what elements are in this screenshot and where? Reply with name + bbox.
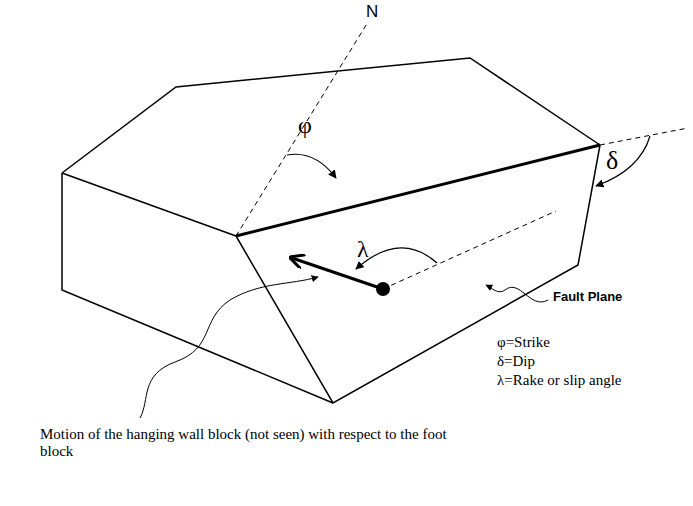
legend-note: δ=Dip (497, 353, 535, 370)
north-label: N (366, 2, 378, 22)
dip-symbol: δ (606, 146, 618, 176)
strike-line (236, 145, 600, 236)
fault-plane-label: Fault Plane (553, 290, 622, 305)
legend-note: λ=Rake or slip angle (497, 372, 621, 389)
slip-arrow (292, 258, 383, 289)
slip-point (376, 282, 390, 296)
fault-plane-leader (486, 285, 548, 302)
strike-reference (383, 211, 556, 289)
north-line (236, 22, 368, 236)
dip-arc (596, 136, 650, 186)
block-outline (62, 58, 600, 403)
strike-arc (287, 154, 336, 178)
legend-note: φ=Strike (497, 334, 550, 351)
motion-note: Motion of the hanging wall block (not se… (40, 426, 480, 461)
motion-leader (140, 277, 318, 418)
horizontal-reference (600, 128, 688, 145)
strike-symbol: φ (298, 112, 312, 140)
rake-symbol: λ (357, 236, 369, 264)
